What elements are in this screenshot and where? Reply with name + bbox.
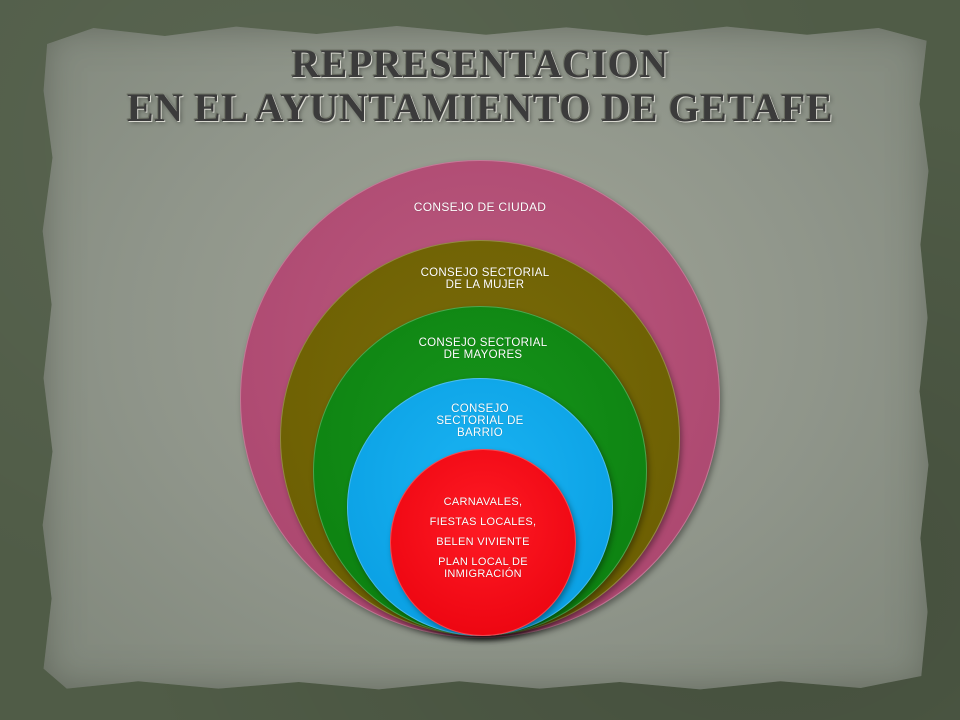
center-item-carnavales: CARNAVALES,: [443, 496, 523, 508]
ring-label-barrio-line-1: CONSEJO: [451, 403, 509, 415]
center-item-belen: BELEN VIVIENTE: [436, 536, 530, 548]
center-items: CARNAVALES, FIESTAS LOCALES, BELEN VIVIE…: [420, 496, 546, 588]
ring-label-consejo-de-ciudad: CONSEJO DE CIUDAD: [413, 200, 547, 214]
center-item-fiestas: FIESTAS LOCALES,: [429, 516, 537, 528]
ring-label-mayores-line-1: CONSEJO SECTORIAL: [418, 337, 548, 349]
slide-title: REPRESENTACION EN EL AYUNTAMIENTO DE GET…: [60, 42, 900, 130]
ring-label-consejo-barrio: CONSEJO SECTORIAL DE BARRIO: [420, 403, 540, 439]
ring-label-mujer-line-1: CONSEJO SECTORIAL: [420, 267, 550, 279]
ring-label-mayores-line-2: DE MAYORES: [443, 349, 523, 361]
ring-label-consejo-mujer: CONSEJO SECTORIAL DE LA MUJER: [400, 267, 570, 291]
ring-label-barrio-line-2: SECTORIAL DE: [436, 415, 524, 427]
ring-label-barrio-line-3: BARRIO: [457, 427, 503, 439]
ring-label-mujer-line-2: DE LA MUJER: [445, 279, 525, 291]
title-line-2: EN EL AYUNTAMIENTO DE GETAFE: [126, 85, 833, 130]
ring-label-consejo-mayores: CONSEJO SECTORIAL DE MAYORES: [398, 337, 568, 361]
center-item-plan-inmigracion: PLAN LOCAL DE INMIGRACIÓN: [438, 556, 528, 580]
title-line-1: REPRESENTACION: [291, 41, 669, 86]
center-circle: [390, 449, 576, 636]
